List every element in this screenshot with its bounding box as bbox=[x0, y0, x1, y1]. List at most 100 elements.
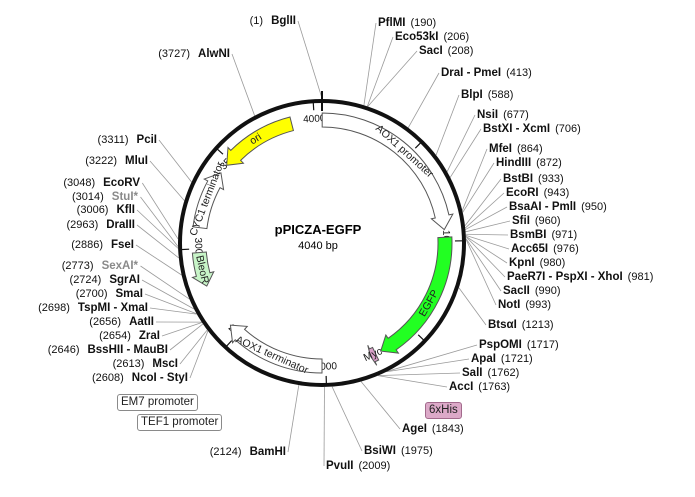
site-position: (960) bbox=[535, 215, 561, 227]
site-name: NsiI bbox=[477, 109, 498, 121]
site-name: NotI bbox=[498, 299, 520, 311]
site-label-pflmi: PflMI(190) bbox=[378, 17, 436, 29]
site-name: DraI - PmeI bbox=[441, 67, 501, 79]
site-position: (2656) bbox=[89, 316, 121, 328]
site-position: (2963) bbox=[66, 219, 98, 231]
site-label-sfii: SfiI(960) bbox=[512, 215, 561, 227]
leader-line bbox=[363, 22, 377, 106]
site-name: DraIII bbox=[106, 219, 135, 231]
site-name: BsiWI bbox=[364, 445, 396, 457]
site-position: (677) bbox=[503, 109, 529, 121]
leader-line bbox=[144, 293, 197, 315]
site-name: BlpI bbox=[461, 89, 483, 101]
leader-line bbox=[161, 322, 203, 337]
site-name: BsaAI - PmlI bbox=[509, 201, 576, 213]
site-position: (981) bbox=[628, 271, 654, 283]
site-name: BglII bbox=[271, 15, 296, 27]
site-name: Eco53kI bbox=[395, 31, 438, 43]
feature-arrows bbox=[191, 112, 454, 374]
leader-line bbox=[287, 385, 300, 453]
site-position: (980) bbox=[540, 257, 566, 269]
site-name: AccI bbox=[449, 381, 473, 393]
leader-line bbox=[158, 139, 192, 183]
site-name: SacII bbox=[503, 285, 530, 297]
site-position: (1763) bbox=[478, 381, 510, 393]
site-position: (1) bbox=[250, 15, 263, 27]
site-position: (976) bbox=[553, 243, 579, 255]
site-label-mfei: MfeI (864) bbox=[489, 143, 543, 155]
site-name: AlwNI bbox=[198, 48, 230, 60]
site-label-acc65i: Acc65I(976) bbox=[511, 243, 579, 255]
leader-line bbox=[360, 381, 401, 430]
leader-line bbox=[446, 114, 476, 172]
site-label-sacii: SacII(990) bbox=[503, 285, 561, 297]
site-position: (3006) bbox=[77, 204, 109, 216]
site-label-pspomi: PspOMI(1717) bbox=[479, 339, 559, 351]
feature-arrow-ori bbox=[226, 116, 295, 166]
tick-mark bbox=[225, 340, 233, 348]
site-position: (2646) bbox=[48, 344, 80, 356]
leader-line bbox=[462, 162, 495, 213]
leader-line bbox=[461, 148, 488, 211]
site-position: (1975) bbox=[401, 445, 433, 457]
leader-line bbox=[387, 344, 478, 372]
site-label-zrai: (2654)ZraI bbox=[99, 330, 160, 342]
site-label-ncoi-styi: (2608)NcoI - StyI bbox=[92, 372, 188, 384]
site-name: EcoRV bbox=[103, 177, 140, 189]
site-label-bstbi: BstBI(933) bbox=[503, 173, 564, 185]
site-label-bglii: (1) BglII bbox=[250, 15, 296, 27]
site-name: MfeI bbox=[489, 143, 512, 155]
site-label-pvuii: PvuII(2009) bbox=[326, 460, 390, 472]
feature-arrow-myc bbox=[367, 345, 380, 366]
feature-label-aox1-terminator: AOX1 terminator bbox=[234, 334, 311, 377]
leader-line bbox=[407, 72, 440, 128]
site-label-pcii: (3311)PciI bbox=[98, 134, 157, 146]
site-position: (2700) bbox=[76, 288, 108, 300]
site-name: PspOMI bbox=[479, 339, 522, 351]
site-name: HindIII bbox=[496, 157, 531, 169]
site-name: BstBI bbox=[503, 173, 533, 185]
site-position: (2654) bbox=[99, 330, 131, 342]
site-name: SexAI* bbox=[102, 260, 139, 272]
site-label-fsei: (2886)FseI bbox=[71, 239, 134, 251]
site-label-tspmi-xmai: (2698) TspMI - XmaI bbox=[38, 302, 148, 314]
site-name: MluI bbox=[125, 155, 148, 167]
site-label-stui: (3014)StuI* bbox=[72, 191, 139, 203]
site-name: AatII bbox=[129, 316, 154, 328]
plasmid-size: 4040 bp bbox=[298, 240, 338, 252]
site-position: (208) bbox=[448, 45, 474, 57]
leader-line bbox=[141, 279, 195, 310]
site-name: EcoRI bbox=[506, 187, 539, 199]
site-name: KflI bbox=[116, 204, 135, 216]
site-name: BstXI - XcmI bbox=[483, 123, 550, 135]
site-label-bsshii-maubi: (2646)BssHII - MauBI bbox=[48, 344, 168, 356]
leader-line bbox=[140, 196, 179, 247]
site-position: (864) bbox=[517, 143, 543, 155]
site-name: SmaI bbox=[116, 288, 144, 300]
site-label-smai: (2700) SmaI bbox=[76, 288, 143, 300]
site-position: (3727) bbox=[158, 48, 190, 60]
tick-mark bbox=[414, 141, 423, 149]
site-position: (190) bbox=[410, 17, 436, 29]
site-name: TspMI - XmaI bbox=[78, 302, 148, 314]
feature-arrow-aox1-terminator bbox=[229, 324, 323, 374]
leader-line bbox=[140, 265, 190, 300]
feature-arrow-bleor bbox=[191, 251, 215, 287]
site-label-msci: (2613)MscI bbox=[113, 358, 178, 370]
leader-line bbox=[465, 235, 510, 250]
site-position: (3311) bbox=[98, 134, 129, 146]
site-position: (2886) bbox=[71, 239, 103, 251]
site-name: PvuII bbox=[326, 460, 353, 472]
site-label-blpi: BlpI(588) bbox=[461, 89, 513, 101]
site-position: (2698) bbox=[38, 302, 70, 314]
site-label-sali: SalI(1762) bbox=[462, 367, 519, 379]
site-label-nsii: NsiI (677) bbox=[477, 109, 529, 121]
site-name: PaeR7I - PspXI - XhoI bbox=[507, 271, 623, 283]
leader-line bbox=[465, 238, 502, 292]
leader-line bbox=[378, 372, 461, 376]
tick-label: 4000 bbox=[303, 113, 326, 125]
site-label-bamhi: (2124)BamHI bbox=[210, 446, 286, 458]
leader-line bbox=[141, 182, 179, 240]
site-leader-lines bbox=[135, 20, 511, 467]
